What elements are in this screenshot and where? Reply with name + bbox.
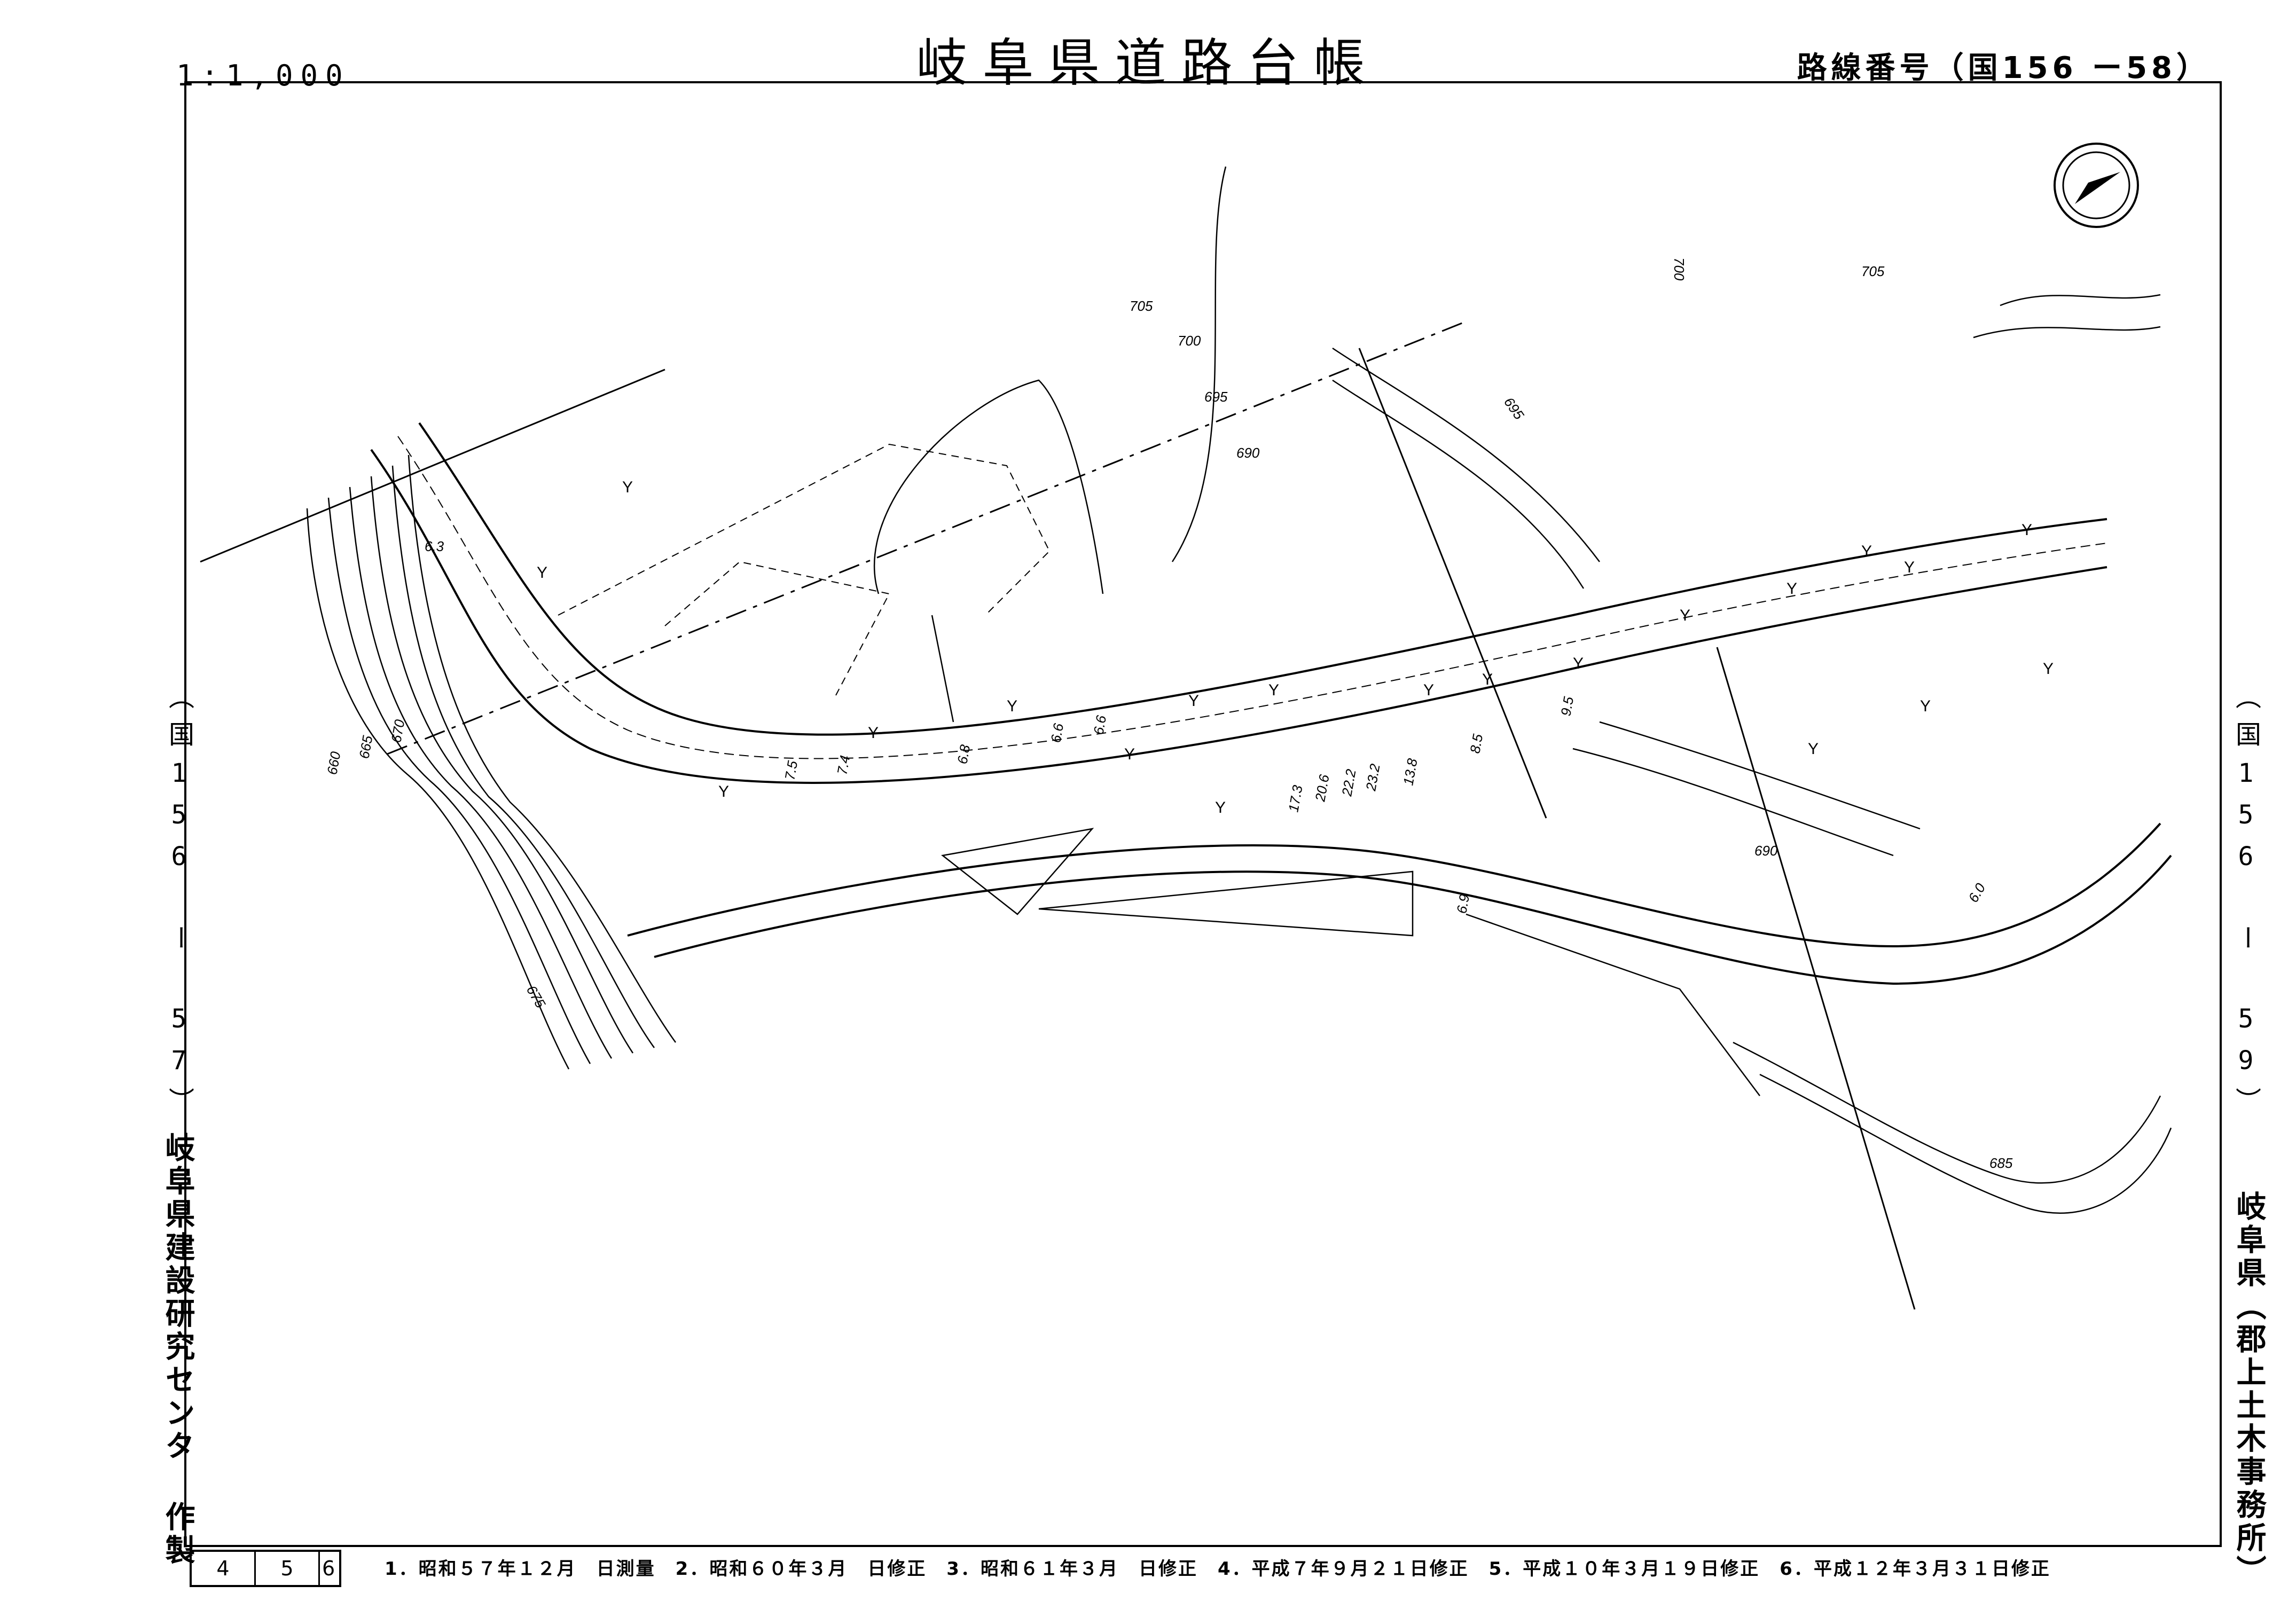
producer-label: 岐阜県建設研究センタ 作製 bbox=[160, 1132, 195, 1567]
svg-text:22.2: 22.2 bbox=[1338, 767, 1359, 798]
svg-text:Y: Y bbox=[1124, 745, 1135, 763]
svg-text:Y: Y bbox=[622, 478, 633, 496]
svg-text:695: 695 bbox=[1204, 389, 1228, 405]
svg-text:Y: Y bbox=[537, 564, 547, 582]
map-frame bbox=[184, 81, 2222, 1547]
north-arrow-icon bbox=[2054, 143, 2139, 228]
svg-text:Y: Y bbox=[2021, 521, 2032, 539]
svg-text:Y: Y bbox=[2043, 660, 2054, 678]
svg-text:Y: Y bbox=[1920, 697, 1931, 715]
svg-text:Y: Y bbox=[1007, 697, 1017, 715]
svg-text:665: 665 bbox=[356, 734, 375, 760]
svg-text:6.0: 6.0 bbox=[1965, 880, 1988, 905]
svg-text:700: 700 bbox=[1178, 333, 1201, 349]
svg-text:9.5: 9.5 bbox=[1557, 695, 1577, 717]
svg-text:8.5: 8.5 bbox=[1467, 733, 1486, 755]
svg-text:Y: Y bbox=[1482, 671, 1493, 688]
svg-text:670: 670 bbox=[388, 718, 408, 744]
route-number: 路線番号（国156 ー58） bbox=[1797, 51, 2211, 85]
svg-text:Y: Y bbox=[1786, 580, 1797, 598]
svg-text:6.9: 6.9 bbox=[1453, 893, 1472, 915]
svg-text:Y: Y bbox=[1423, 681, 1434, 699]
svg-text:700: 700 bbox=[1671, 257, 1687, 281]
svg-text:685: 685 bbox=[1989, 1155, 2013, 1171]
svg-text:6.3: 6.3 bbox=[425, 538, 444, 554]
svg-text:690: 690 bbox=[1236, 445, 1260, 461]
office-label: 岐阜県（郡上土木事務所） bbox=[2231, 1191, 2266, 1588]
svg-text:705: 705 bbox=[1130, 298, 1153, 314]
svg-text:6.6: 6.6 bbox=[1090, 714, 1109, 736]
svg-text:660: 660 bbox=[324, 750, 343, 776]
svg-text:6.6: 6.6 bbox=[1047, 722, 1067, 744]
sheet-sequence: 4 5 6 bbox=[190, 1550, 341, 1587]
svg-text:705: 705 bbox=[1861, 263, 1885, 279]
previous-sheet-number: （国156 ー 57） bbox=[164, 684, 194, 1125]
svg-text:Y: Y bbox=[868, 724, 879, 742]
revision-history: 1．昭和５７年１２月 日測量 2．昭和６０年３月 日修正 3．昭和６１年３月 日… bbox=[385, 1558, 2051, 1580]
svg-text:Y: Y bbox=[1904, 559, 1915, 576]
svg-text:Y: Y bbox=[718, 783, 729, 800]
svg-text:7.4: 7.4 bbox=[834, 754, 853, 776]
svg-text:Y: Y bbox=[1268, 681, 1279, 699]
svg-text:Y: Y bbox=[1188, 692, 1199, 710]
sheet-seq-item: 5 bbox=[256, 1552, 320, 1585]
svg-text:17.3: 17.3 bbox=[1285, 783, 1305, 813]
svg-text:695: 695 bbox=[1501, 394, 1527, 422]
next-sheet-number: （国156 ー 59） bbox=[2231, 684, 2261, 1125]
svg-text:675: 675 bbox=[523, 983, 549, 1011]
sheet-seq-item: 4 bbox=[192, 1552, 256, 1585]
svg-text:Y: Y bbox=[1808, 740, 1819, 758]
scale-label: 1:1,000 bbox=[176, 59, 350, 92]
svg-text:6.8: 6.8 bbox=[954, 743, 973, 765]
svg-text:Y: Y bbox=[1861, 543, 1872, 560]
svg-text:20.6: 20.6 bbox=[1312, 773, 1333, 803]
svg-text:Y: Y bbox=[1215, 799, 1226, 817]
sheet-seq-item: 6 bbox=[322, 1557, 335, 1580]
road-map-drawing: 660 665 670 675 685 690 690 695 695 700 … bbox=[200, 143, 2172, 1310]
svg-text:Y: Y bbox=[1573, 655, 1584, 672]
svg-text:690: 690 bbox=[1754, 843, 1778, 859]
svg-text:Y: Y bbox=[1680, 607, 1690, 624]
svg-text:7.5: 7.5 bbox=[781, 759, 801, 781]
svg-text:23.2: 23.2 bbox=[1362, 762, 1383, 792]
svg-text:13.8: 13.8 bbox=[1400, 757, 1420, 787]
